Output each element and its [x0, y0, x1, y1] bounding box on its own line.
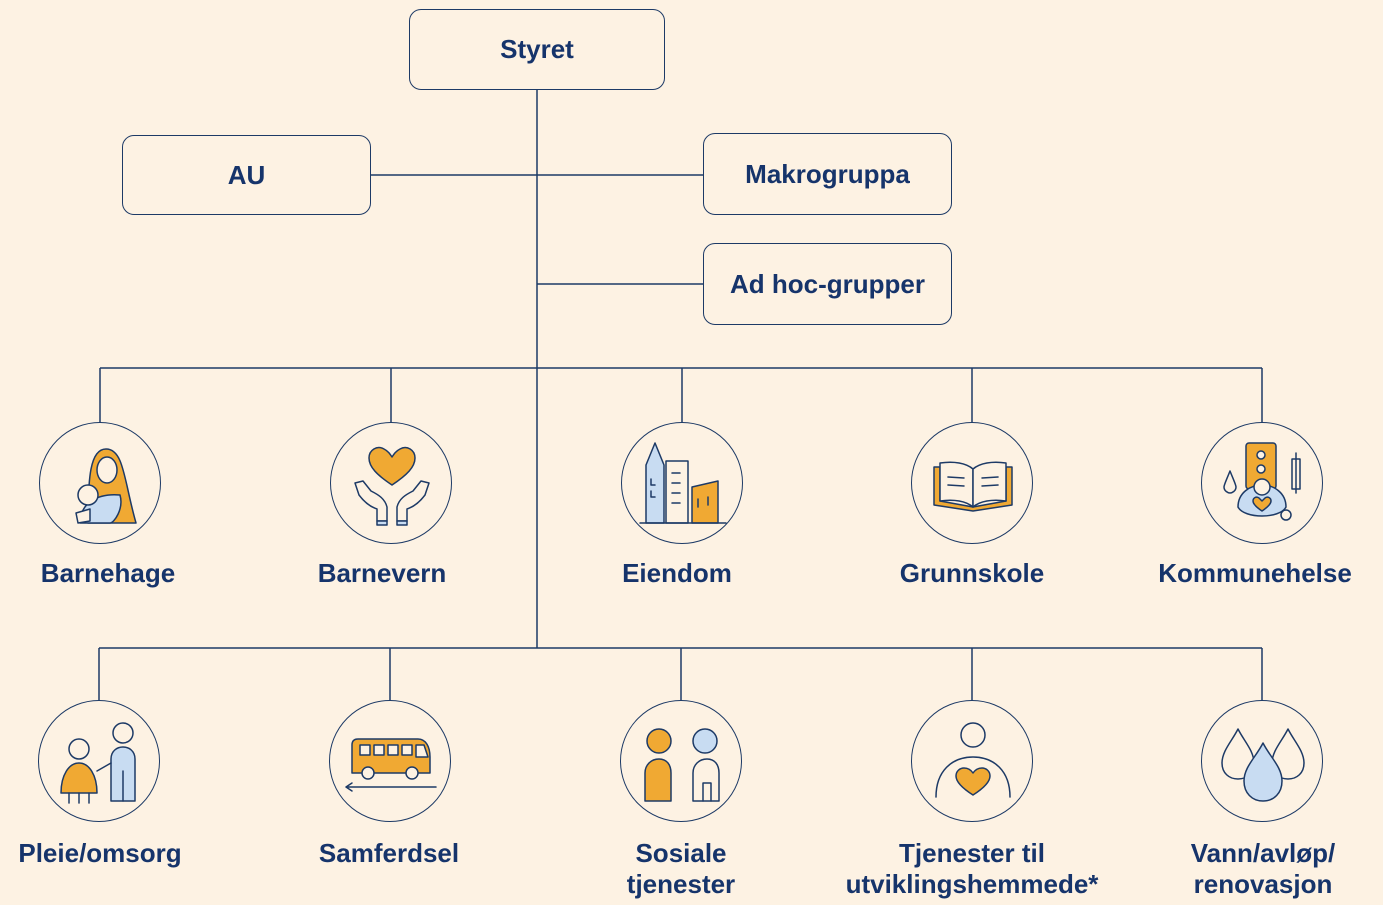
childcare-icon — [39, 422, 161, 544]
health-icon — [1201, 422, 1323, 544]
unit-label-samferdsel: Samferdsel — [318, 838, 460, 868]
bus-icon — [329, 700, 451, 822]
open-book-icon — [911, 422, 1033, 544]
unit-label-barnehage: Barnehage — [40, 558, 176, 588]
hands-heart-icon — [330, 422, 452, 544]
unit-label-barnevern: Barnevern — [317, 558, 447, 588]
unit-label-utviklingshemmede: Tjenester til utviklingshemmede* — [845, 838, 1099, 899]
macro-group-box: Makrogruppa — [703, 133, 952, 215]
unit-label-pleie-omsorg: Pleie/omsorg — [18, 838, 182, 868]
elderly-care-icon — [38, 700, 160, 822]
unit-label-vann-avlop: Vann/avløp/ renovasjon — [1190, 838, 1336, 899]
buildings-icon — [621, 422, 743, 544]
au-box: AU — [122, 135, 371, 215]
board-box: Styret — [409, 9, 665, 90]
unit-label-grunnskole: Grunnskole — [899, 558, 1045, 588]
water-drops-icon — [1201, 700, 1323, 822]
people-talking-icon — [620, 700, 742, 822]
ad-hoc-box: Ad hoc-grupper — [703, 243, 952, 325]
unit-label-sosiale-tjenester: Sosiale tjenester — [626, 838, 736, 899]
unit-label-kommunehelse: Kommunehelse — [1158, 558, 1352, 588]
person-heart-icon — [911, 700, 1033, 822]
unit-label-eiendom: Eiendom — [622, 558, 732, 588]
